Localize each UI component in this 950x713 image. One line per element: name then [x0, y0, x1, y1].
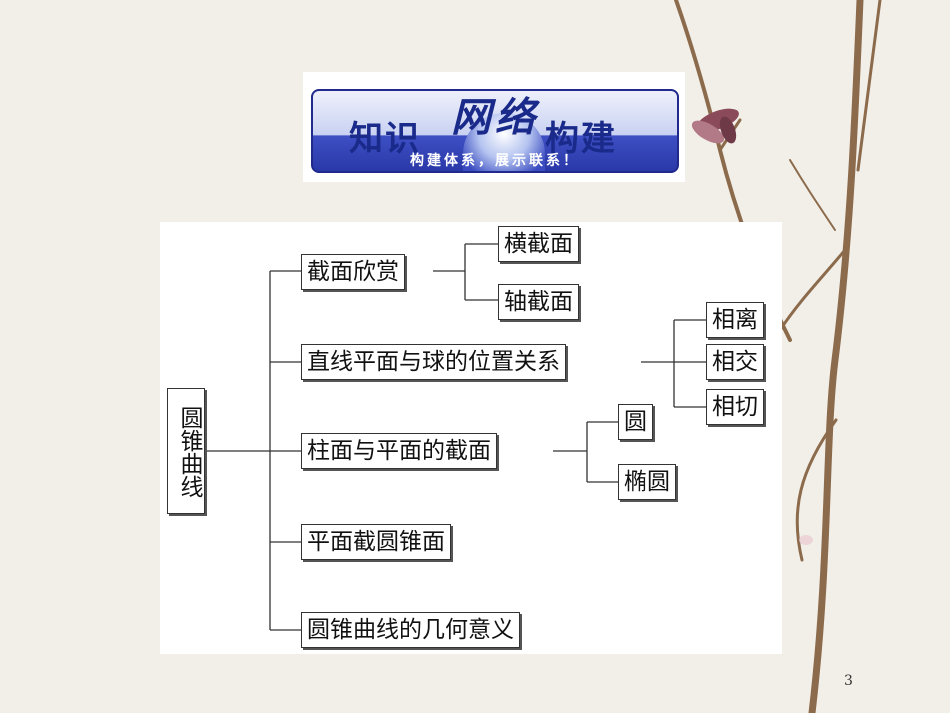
node-geometric-meaning: 圆锥曲线的几何意义	[301, 612, 520, 648]
knowledge-network-banner: 知识 网络 构建 构建体系，展示联系！	[303, 72, 685, 182]
page-number: 3	[844, 673, 853, 689]
node-line-plane-sphere-position: 直线平面与球的位置关系	[301, 344, 566, 380]
node-tangent: 相切	[706, 389, 764, 425]
blossom	[691, 108, 739, 144]
node-axial-section: 轴截面	[498, 284, 579, 320]
node-circle: 圆	[618, 404, 653, 440]
globe-dome-icon	[463, 113, 545, 171]
node-plane-cuts-cone: 平面截圆锥面	[301, 524, 451, 560]
banner-title-right: 构建	[545, 119, 617, 159]
node-ellipse: 椭圆	[618, 464, 676, 500]
node-cylinder-plane-section: 柱面与平面的截面	[301, 433, 497, 469]
banner-title-middle: 网络	[451, 95, 539, 141]
banner-frame: 知识 网络 构建 构建体系，展示联系！	[311, 89, 679, 173]
node-cross-section: 横截面	[498, 226, 579, 262]
node-intersect: 相交	[706, 344, 764, 380]
node-section-appreciation: 截面欣赏	[301, 254, 405, 290]
banner-title-left: 知识	[349, 119, 421, 159]
node-separate: 相离	[706, 302, 764, 338]
banner-subtitle: 构建体系，展示联系！	[410, 153, 580, 169]
root-node-conic-curves: 圆锥曲线	[167, 388, 205, 514]
